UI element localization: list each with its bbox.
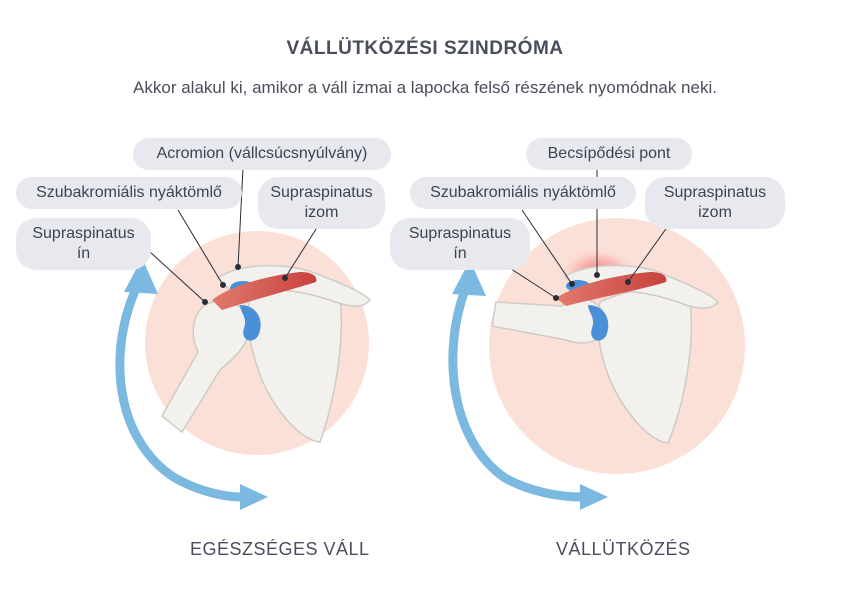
label-healthy-tendon-line2: ín	[76, 245, 91, 262]
label-healthy-bursa: Szubakromiális nyáktömlő	[16, 177, 242, 209]
label-impingement-tendon-line2: ín	[453, 245, 467, 262]
healthy-leader-acromion	[237, 167, 244, 268]
caption-healthy: EGÉSZSÉGES VÁLL	[190, 539, 370, 559]
impingement-shoulder	[448, 168, 745, 510]
impingement-arrow-head-bottom	[580, 484, 608, 510]
label-impingement-muscle-line1: Supraspinatus	[663, 184, 767, 201]
healthy-motion-arrow	[115, 275, 247, 502]
impingement-leader-bursa	[521, 209, 573, 285]
healthy-leader-muscle	[284, 225, 319, 279]
label-healthy-tendon: Supraspinatus ín	[16, 218, 151, 270]
page-subtitle: Akkor alakul ki, amikor a váll izmai a l…	[133, 78, 717, 97]
page-title: VÁLLÜTKÖZÉSI SZINDRÓMA	[286, 38, 564, 59]
healthy-leader-tendon	[149, 251, 206, 303]
label-impingement-muscle-line2: izom	[698, 204, 732, 221]
label-pinch-point: Becsípődési pont	[526, 138, 692, 170]
label-healthy-muscle-line1: Supraspinatus	[270, 184, 373, 201]
impingement-leader-muscle	[627, 225, 669, 283]
label-impingement-muscle: Supraspinatus izom	[645, 177, 785, 229]
healthy-arrow-head-bottom	[240, 484, 268, 510]
impingement-motion-arrow	[448, 277, 587, 502]
impingement-arrow-head-top	[452, 260, 486, 296]
label-impingement-bursa: Szubakromiális nyáktömlő	[410, 177, 636, 209]
healthy-supraspinatus-muscle	[212, 272, 317, 310]
impingement-supraspinatus-muscle	[556, 272, 667, 306]
healthy-leader-bursa	[177, 209, 224, 286]
label-healthy-muscle: Supraspinatus izom	[258, 177, 385, 229]
healthy-arrow-head-top	[124, 258, 158, 294]
label-healthy-muscle-line2: izom	[304, 204, 339, 221]
impingement-glenoid	[588, 305, 609, 341]
healthy-shoulder	[115, 167, 372, 510]
caption-impingement: VÁLLÜTKÖZÉS	[556, 539, 691, 559]
label-impingement-tendon: Supraspinatus ín	[390, 218, 530, 270]
label-impingement-tendon-line1: Supraspinatus	[408, 225, 512, 242]
label-acromion: Acromion (vállcsúcsnyúlvány)	[133, 138, 391, 170]
label-healthy-tendon-line1: Supraspinatus	[32, 225, 135, 242]
healthy-glenoid	[240, 305, 261, 341]
